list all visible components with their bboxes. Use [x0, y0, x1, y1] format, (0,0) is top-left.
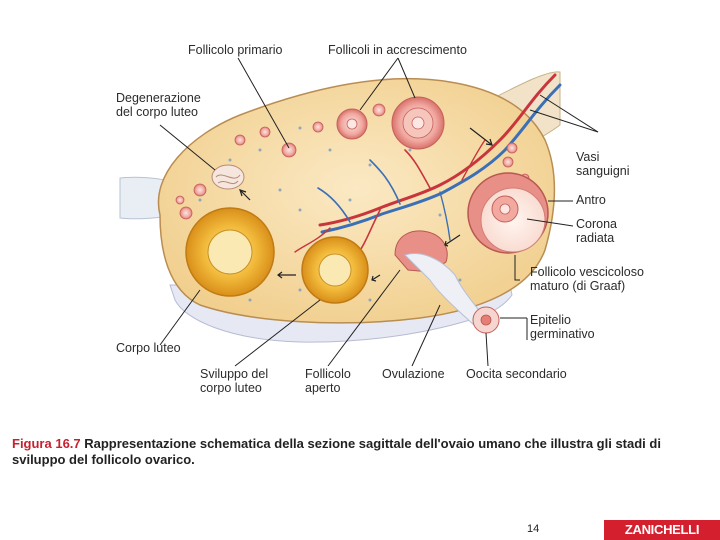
publisher-logo: ZANICHELLI	[604, 520, 720, 540]
growing-follicle-1	[337, 109, 367, 139]
label-corona-radiata: Corona radiata	[576, 217, 617, 245]
label-degenerazione: Degenerazione del corpo luteo	[116, 91, 201, 119]
secondary-oocyte	[473, 307, 499, 333]
label-follicolo-graaf: Follicolo vescicoloso maturo (di Graaf)	[530, 265, 644, 293]
label-follicoli-accrescimento: Follicoli in accrescimento	[328, 43, 467, 57]
label-sviluppo-corpo-luteo: Sviluppo del corpo luteo	[200, 367, 268, 395]
caption-text: Rappresentazione schematica della sezion…	[12, 436, 661, 467]
page-number: 14	[527, 523, 539, 535]
label-vasi-sanguigni: Vasi sanguigni	[576, 150, 630, 178]
label-follicolo-aperto: Follicolo aperto	[305, 367, 351, 395]
figure-caption: Figura 16.7 Rappresentazione schematica …	[12, 436, 712, 468]
label-corpo-luteo: Corpo luteo	[116, 341, 181, 355]
corpus-luteum	[186, 208, 274, 296]
developing-corpus-luteum	[302, 237, 368, 303]
degenerating-corpus-luteum	[212, 165, 244, 189]
growing-follicle-2	[392, 97, 444, 149]
label-oocita-secondario: Oocita secondario	[466, 367, 567, 381]
label-follicolo-primario: Follicolo primario	[188, 43, 282, 57]
label-epitelio-germinativo: Epitelio germinativo	[530, 313, 595, 341]
figure-number: Figura 16.7	[12, 436, 81, 451]
label-antro: Antro	[576, 193, 606, 207]
ovary-diagram	[0, 0, 720, 430]
graafian-follicle	[468, 173, 548, 253]
label-ovulazione: Ovulazione	[382, 367, 445, 381]
